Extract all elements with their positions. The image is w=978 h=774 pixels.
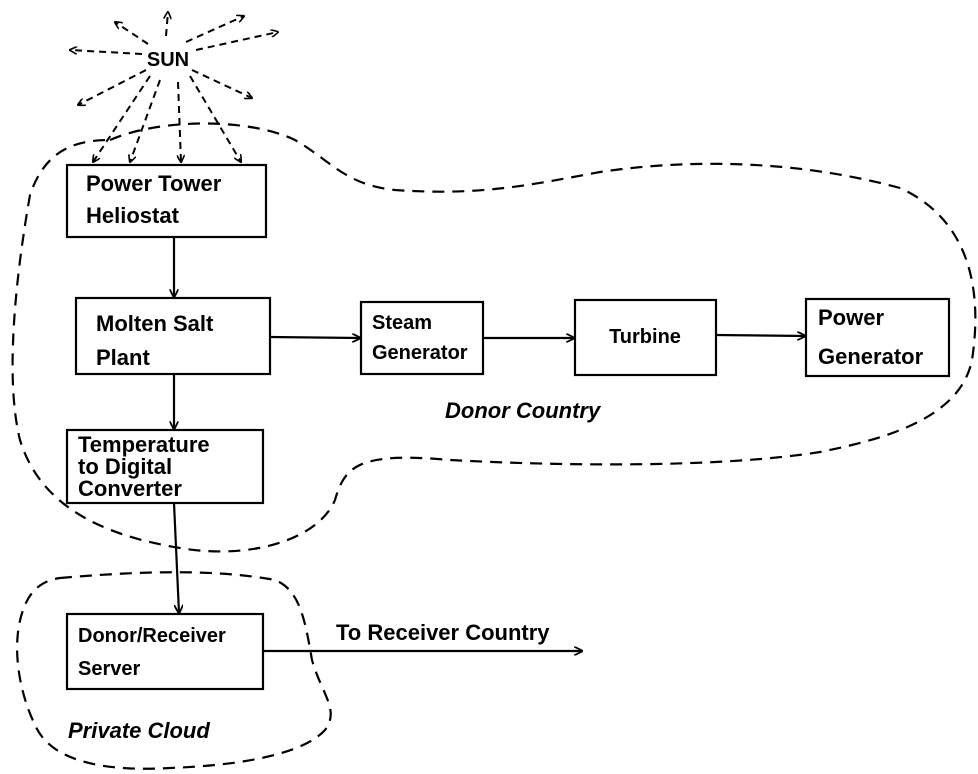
sun-rays-outward xyxy=(70,12,278,105)
private-cloud-label: Private Cloud xyxy=(68,718,210,743)
node-temp-digital-converter: Temperature to Digital Converter xyxy=(65,428,265,505)
temp-conv-line1: Temperature xyxy=(78,432,210,457)
power-tower-line1: Power Tower xyxy=(86,171,222,196)
power-gen-line1: Power xyxy=(818,305,884,330)
node-turbine: Turbine xyxy=(573,298,718,377)
node-power-generator: Power Generator xyxy=(804,297,951,378)
edge-converter-to-server xyxy=(172,502,179,613)
connectors xyxy=(174,237,805,651)
node-donor-receiver-server: Donor/Receiver Server xyxy=(65,612,265,691)
molten-salt-line2: Plant xyxy=(96,345,150,370)
edge-turbine-to-power-generator xyxy=(715,335,805,336)
node-molten-salt-plant: Molten Salt Plant xyxy=(74,296,272,376)
node-steam-generator: Steam Generator xyxy=(359,300,485,376)
temp-conv-line3: Converter xyxy=(78,476,182,501)
server-line2: Server xyxy=(78,658,140,680)
donor-country-boundary xyxy=(11,122,977,553)
temp-conv-line2: to Digital xyxy=(78,454,172,479)
steam-gen-line2: Generator xyxy=(372,342,468,364)
power-tower-line2: Heliostat xyxy=(86,203,180,228)
steam-gen-line1: Steam xyxy=(372,312,432,334)
molten-salt-line1: Molten Salt xyxy=(96,311,214,336)
node-power-tower-heliostat: Power Tower Heliostat xyxy=(65,163,268,239)
power-gen-line2: Generator xyxy=(818,344,924,369)
donor-country-label: Donor Country xyxy=(445,398,602,423)
private-cloud-boundary xyxy=(16,571,332,770)
sun-rays-to-heliostat xyxy=(93,75,241,162)
to-receiver-country-label: To Receiver Country xyxy=(336,620,550,645)
turbine-label: Turbine xyxy=(609,326,681,348)
edge-molten-salt-to-steam xyxy=(269,337,360,338)
sun-label: SUN xyxy=(147,49,189,71)
server-line1: Donor/Receiver xyxy=(78,625,226,647)
sun-circle xyxy=(144,34,192,82)
